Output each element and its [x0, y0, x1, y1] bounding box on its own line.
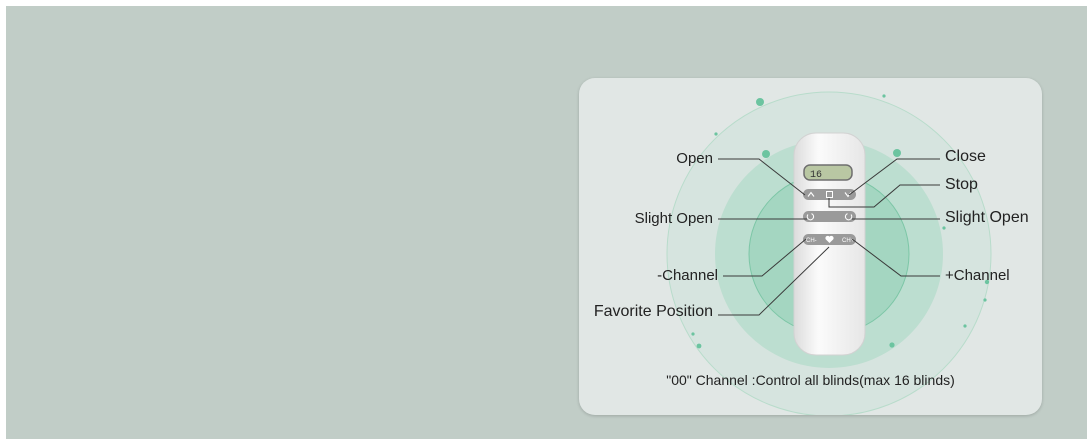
lcd-digits: 16: [810, 170, 822, 181]
heart-icon: [825, 235, 834, 243]
rotate-right-icon: [844, 213, 853, 221]
dot: [984, 279, 990, 285]
dot: [882, 94, 886, 98]
dot: [942, 226, 946, 230]
dot: [762, 150, 770, 158]
slight-open-key[interactable]: [803, 211, 856, 222]
hero-banner: 16 CH- CH+: [6, 6, 1087, 439]
open-key[interactable]: [803, 189, 856, 200]
plus-channel-key-label: CH+: [842, 238, 855, 244]
leader-line-favorite: [718, 246, 830, 316]
label-open: Open: [676, 150, 713, 167]
leader-line-stop: [828, 184, 940, 208]
label-plus-channel: +Channel: [945, 267, 1010, 284]
dot: [714, 132, 718, 136]
dot: [893, 149, 901, 157]
remote-diagram: 16 CH- CH+: [666, 91, 992, 415]
label-minus-channel: -Channel: [657, 267, 718, 284]
dot: [691, 332, 695, 336]
remote-lcd: [803, 164, 853, 181]
label-favorite-position: Favorite Position: [593, 303, 713, 320]
label-slight-open-right: Slight Open: [945, 209, 1029, 226]
leader-line-open: [718, 158, 806, 196]
dot: [696, 343, 702, 349]
label-close: Close: [945, 148, 986, 165]
leader-line-plus-channel: [851, 238, 940, 277]
label-stop: Stop: [945, 176, 978, 193]
leader-line-close: [848, 158, 940, 196]
rotate-left-icon: [806, 213, 815, 221]
dot: [963, 324, 967, 328]
remote-diagram-card: 16 CH- CH+: [579, 78, 1042, 415]
label-slight-open-left: Slight Open: [634, 210, 713, 227]
stop-icon: [826, 191, 833, 198]
leader-line-minus-channel: [723, 238, 807, 277]
dot: [889, 342, 895, 348]
dot: [756, 98, 764, 106]
dot: [983, 298, 987, 302]
caption: "00" Channel :Control all blinds(max 16 …: [666, 372, 955, 388]
minus-channel-key-label: CH-: [806, 238, 817, 244]
chevron-up-icon: [807, 191, 815, 197]
